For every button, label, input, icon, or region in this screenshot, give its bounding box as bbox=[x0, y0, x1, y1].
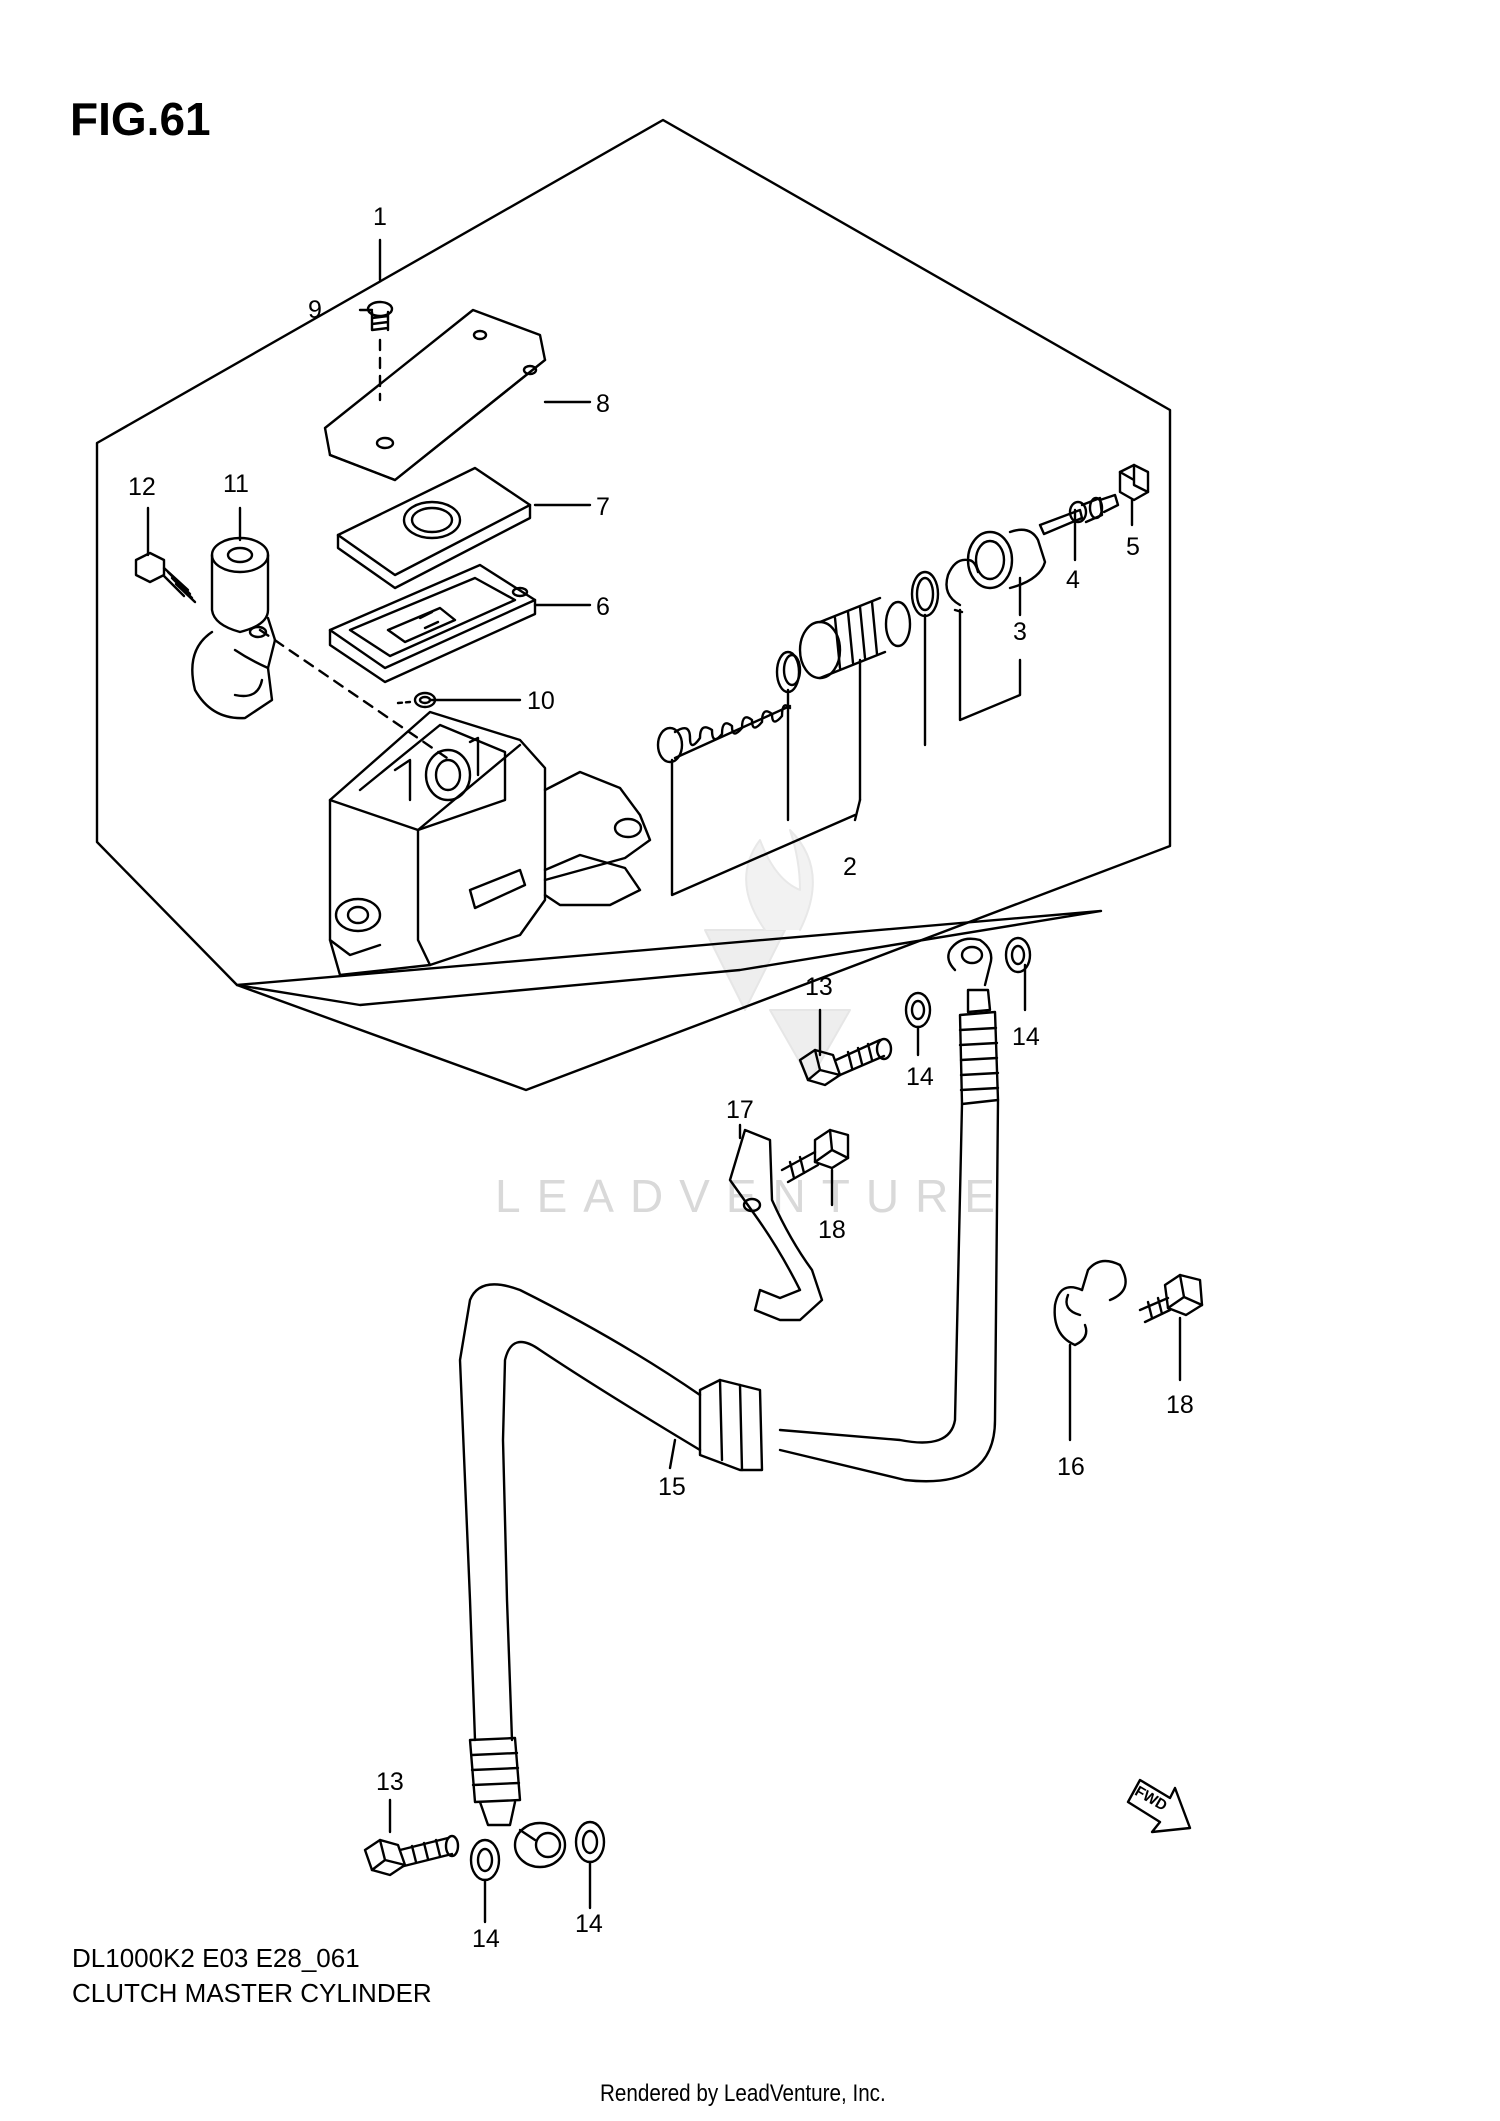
push-rod-4 bbox=[1038, 493, 1120, 536]
callout-14-lower-right: 14 bbox=[575, 1910, 603, 1938]
diaphragm-6 bbox=[328, 563, 537, 684]
spring-2 bbox=[656, 704, 792, 764]
callout-10: 10 bbox=[527, 687, 555, 715]
washer-14b bbox=[1004, 936, 1032, 974]
banjo-bolt-13a bbox=[798, 1037, 893, 1087]
boot-3 bbox=[966, 528, 1047, 590]
bolt-12-icon bbox=[134, 551, 197, 604]
diaphragm-plate-7 bbox=[336, 466, 532, 590]
fwd-arrow-icon: FWD bbox=[1126, 1778, 1192, 1834]
callout-9: 9 bbox=[308, 296, 322, 324]
callout-15: 15 bbox=[658, 1473, 686, 1501]
figure-title: FIG.61 bbox=[70, 93, 211, 145]
leader-2-connect bbox=[853, 798, 862, 822]
bolt-18a bbox=[780, 1128, 850, 1184]
nut-5 bbox=[1118, 463, 1150, 502]
callout-12: 12 bbox=[128, 473, 156, 501]
callout-8: 8 bbox=[596, 390, 610, 418]
circlip-3 bbox=[945, 558, 980, 614]
washer-14a bbox=[904, 991, 932, 1029]
callout-14-upper-right: 14 bbox=[1012, 1023, 1040, 1051]
callout-3: 3 bbox=[1013, 618, 1027, 646]
washer-14d bbox=[574, 1820, 606, 1864]
reservoir-cover-8 bbox=[323, 308, 547, 482]
callout-2: 2 bbox=[843, 853, 857, 881]
model-code: DL1000K2 E03 E28_061 bbox=[72, 1943, 360, 1973]
clamp-holder-11 bbox=[191, 536, 277, 720]
washer-14c bbox=[469, 1838, 501, 1882]
callout-16: 16 bbox=[1057, 1453, 1085, 1481]
master-cylinder-body bbox=[328, 710, 652, 977]
assembly-outline bbox=[95, 118, 1172, 1092]
callout-11: 11 bbox=[223, 470, 249, 498]
hose-bracket-17 bbox=[728, 1128, 824, 1322]
assembly-floor-line bbox=[235, 909, 1103, 1007]
alignment-line bbox=[258, 628, 452, 762]
callout-leaders bbox=[146, 238, 1182, 1924]
leader-part-2 bbox=[670, 608, 1022, 897]
callout-4: 4 bbox=[1066, 566, 1080, 594]
banjo-bolt-13b bbox=[363, 1834, 460, 1877]
callout-5: 5 bbox=[1126, 533, 1140, 561]
callout-13-upper: 13 bbox=[805, 973, 833, 1001]
rendered-by-credit: Rendered by LeadVenture, Inc. bbox=[600, 2080, 886, 2107]
callout-18-upper: 18 bbox=[818, 1216, 846, 1244]
callout-13-lower: 13 bbox=[376, 1768, 404, 1796]
callout-1: 1 bbox=[373, 203, 387, 231]
callout-6: 6 bbox=[596, 593, 610, 621]
watermark-text: LEADVENTURE bbox=[495, 1170, 1011, 1222]
bolt-18b bbox=[1138, 1273, 1204, 1324]
diagram-caption: CLUTCH MASTER CYLINDER bbox=[72, 1978, 432, 2008]
piston bbox=[798, 596, 912, 680]
clutch-hose-15 bbox=[458, 937, 1000, 1869]
piston-ring bbox=[910, 570, 940, 618]
watermark: LEADVENTURE bbox=[495, 829, 1011, 1222]
callout-14-upper-left: 14 bbox=[906, 1063, 934, 1091]
hose-clip-16 bbox=[1053, 1259, 1127, 1347]
cup-seal bbox=[775, 650, 802, 694]
callout-14-lower-left: 14 bbox=[472, 1925, 500, 1953]
callout-18-lower: 18 bbox=[1166, 1391, 1194, 1419]
callout-7: 7 bbox=[596, 493, 610, 521]
callout-17: 17 bbox=[726, 1096, 754, 1124]
